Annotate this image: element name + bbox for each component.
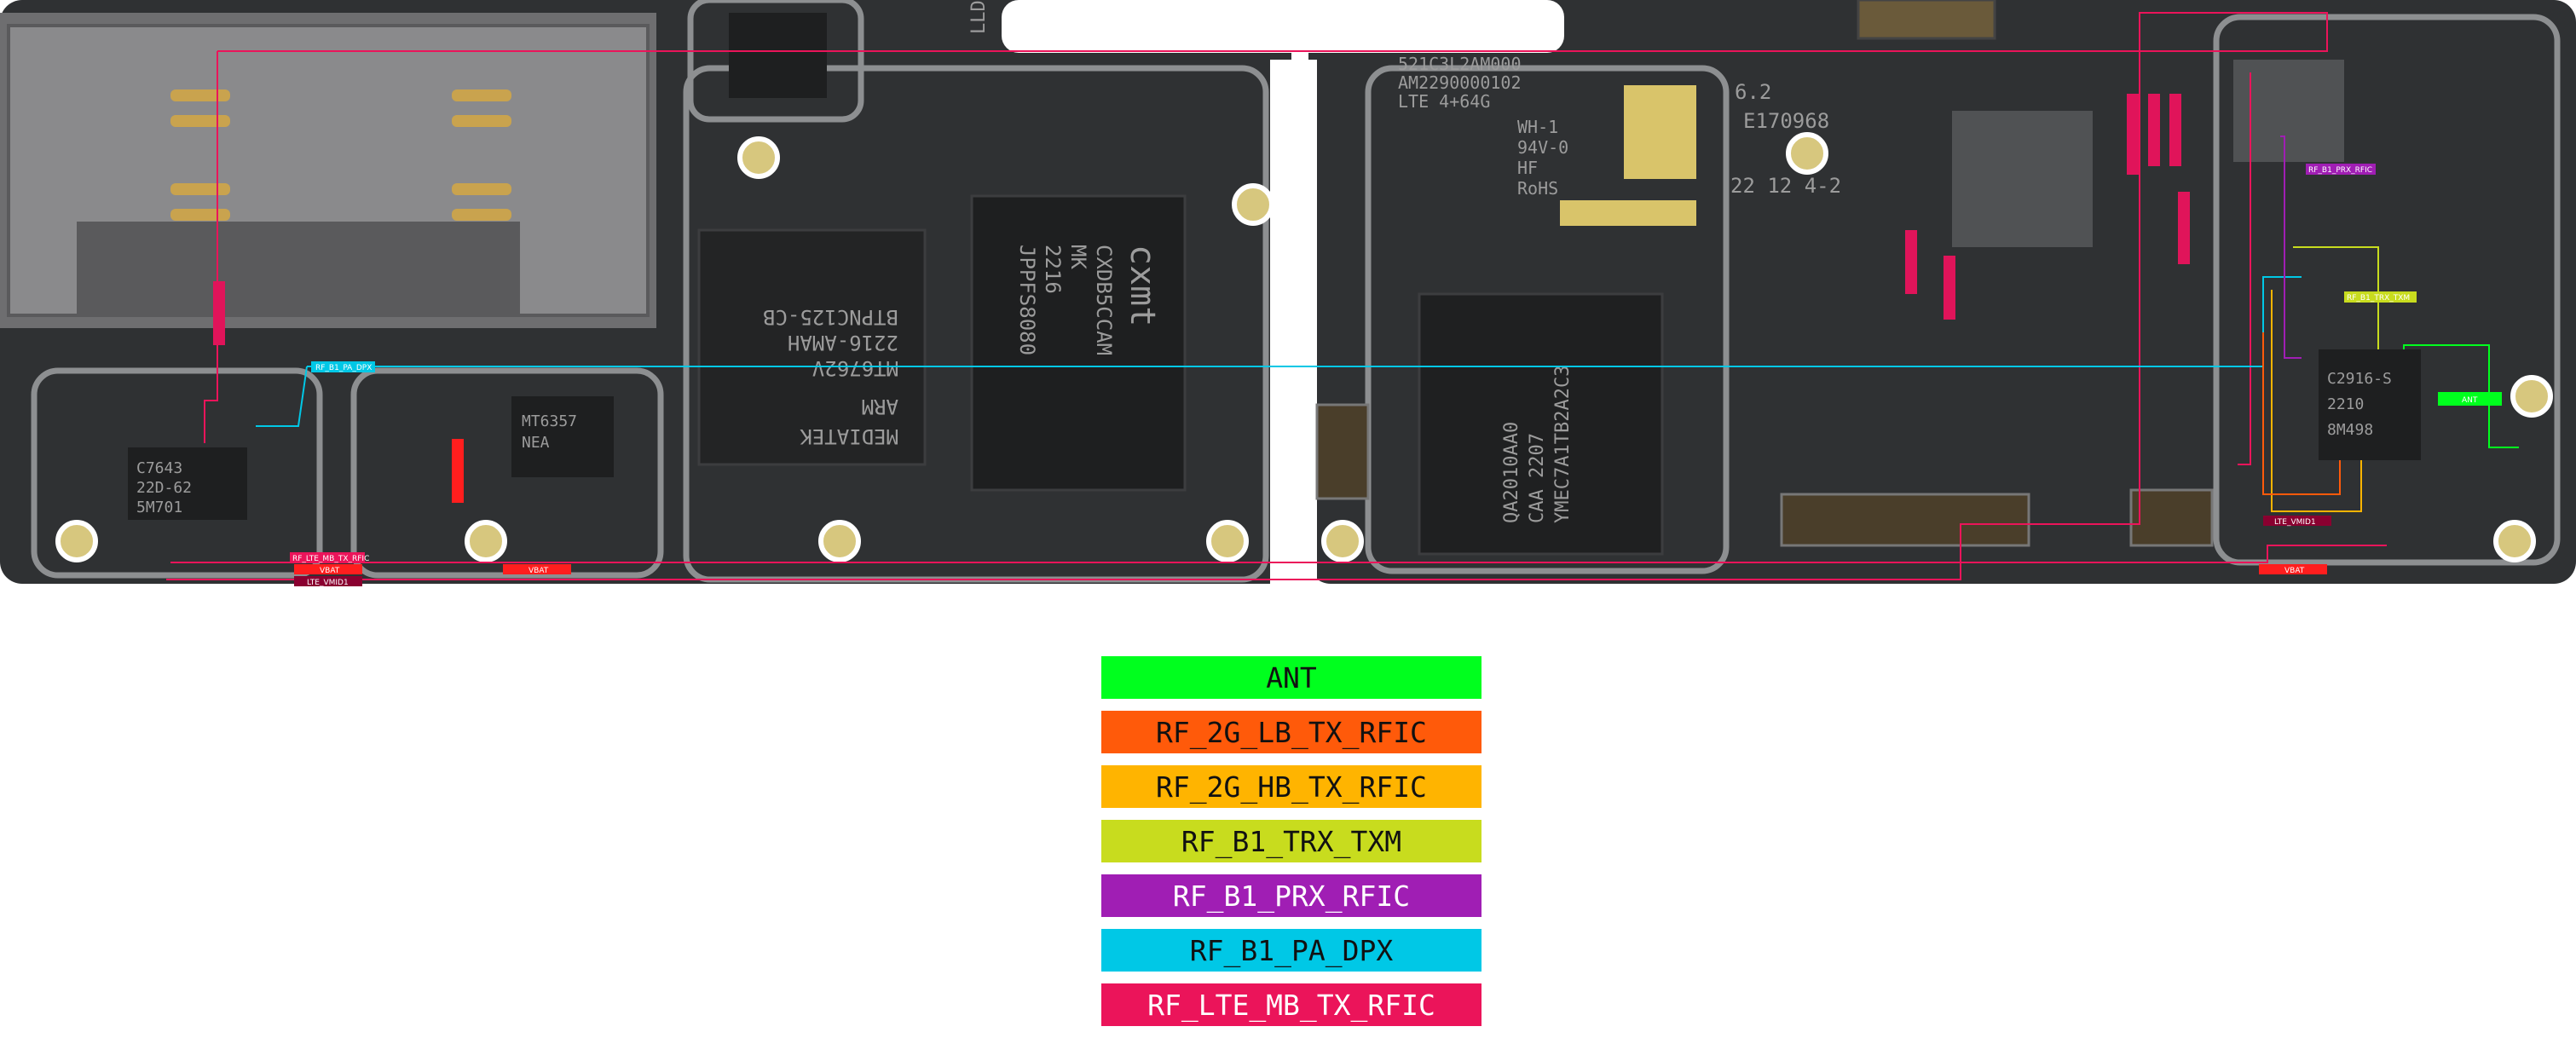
pcb-board-diagram: MEDIATEK ARM MT6762V 2216-AMAH BTPNC125-… (0, 0, 2576, 588)
tag-vbat-left-bg (294, 564, 362, 574)
left-pmic-mark-0: C7643 (136, 459, 182, 477)
legend-item-rf-2g-lb-tx-rfic: RF_2G_LB_TX_RFIC (1101, 711, 1481, 753)
legend-item-rf-b1-pa-dpx: RF_B1_PA_DPX (1101, 929, 1481, 972)
tag-b1-prx-bg (2306, 164, 2376, 175)
storage-chip (1418, 292, 1664, 556)
middle-gap (1270, 60, 1317, 588)
legend-item-ant: ANT (1101, 656, 1481, 699)
cpu-marking-0: MEDIATEK (800, 424, 898, 448)
legend-item-rf-b1-trx-txm: RF_B1_TRX_TXM (1101, 820, 1481, 862)
ram-marking-4: JPPFS8080 (1015, 245, 1039, 355)
legend: ANT RF_2G_LB_TX_RFIC RF_2G_HB_TX_RFIC RF_B1… (1101, 656, 1481, 1038)
tag-ant: ANT (2462, 396, 2478, 405)
top-right-bga-2 (2233, 60, 2344, 162)
tag-b1-trx-bg (2344, 291, 2417, 303)
pcb-text-9: 22 12 4-2 (1730, 174, 1841, 198)
cpu-marking-4: BTPNC125-CB (763, 305, 898, 329)
tag-b1-prx: RF_B1_PRX_RFIC (2308, 166, 2372, 175)
legend-item-rf-b1-prx-rfic: RF_B1_PRX_RFIC (1101, 874, 1481, 917)
cpu-marking-1: ARM (862, 395, 898, 418)
tag-lte-vmid-right-bg (2263, 516, 2331, 526)
tag-vbat-mid-bg (503, 564, 571, 574)
pcb-text-1: AM2290000102 (1398, 72, 1522, 93)
pcb-text-8: RoHS (1517, 178, 1558, 199)
top-small-ic (729, 13, 827, 98)
tag-ant-bg (2438, 392, 2502, 406)
pcb-text-10: LLDM (968, 0, 990, 34)
tag-lte-vmid: LTE_VMID1 (307, 579, 349, 587)
trace-b1-pa-dpx-2 (256, 366, 308, 427)
trace-2g-lb (2262, 332, 2341, 495)
cpu-marking-3: 2216-AMAH (788, 331, 898, 355)
storage-marking-0: QA2010AA0 (1501, 422, 1522, 523)
pcb-text-2: LTE 4+64G (1398, 91, 1490, 112)
trace-lte-mb-tx-3 (2238, 72, 2251, 465)
left-pmic-mark-2: 5M701 (136, 499, 182, 516)
ram-marking-1: CXDB5CCAM (1092, 245, 1116, 355)
trace-b1-trx (2293, 246, 2379, 349)
cpu-chip (697, 228, 927, 466)
tag-lte-mb-tx-bg (290, 552, 365, 563)
storage-marking-2: YMEC7A1TB2A2C3 (1552, 366, 1574, 523)
tag-lte-vmid-bg (294, 576, 362, 586)
gold-pad-1 (1624, 85, 1696, 179)
tag-b1-trx: RF_B1_TRX_TXM (2347, 294, 2410, 303)
connector-small (2129, 488, 2214, 547)
left-pmic-chip (128, 447, 247, 520)
pcb-text-0: 521C3L2AM000 (1398, 54, 1522, 74)
ram-marking-2: MK (1066, 245, 1090, 269)
small-ic (511, 396, 614, 477)
pcb-text-7: HF (1517, 158, 1538, 178)
top-cutout (1002, 0, 1564, 53)
trace-ant (2403, 344, 2519, 448)
trace-2g-hb (2271, 290, 2362, 512)
ram-marking-3: 2216 (1041, 245, 1065, 294)
left-pmic-mark-1: 22D-62 (136, 479, 192, 497)
cpu-marking-2: MT6762V (812, 356, 898, 380)
tag-vbat-right-bg (2259, 564, 2327, 574)
trace-lte-mb-tx-2 (204, 51, 218, 443)
connector-left-mid (1315, 403, 1370, 500)
gold-pad-2 (1560, 200, 1696, 226)
trace-b1-pa-dpx (307, 276, 2302, 367)
pcb-text-3: 6.2 (1735, 80, 1771, 104)
connector-bottom (1780, 493, 2030, 547)
right-rf-ic (2319, 349, 2421, 460)
legend-item-rf-lte-mb-tx-rfic: RF_LTE_MB_TX_RFIC (1101, 983, 1481, 1026)
tag-vbat-mid: VBAT (528, 567, 549, 575)
pcb-text-6: 94V-0 (1517, 137, 1568, 158)
pcb-text-5: WH-1 (1517, 117, 1558, 137)
legend-item-rf-2g-hb-tx-rfic: RF_2G_HB_TX_RFIC (1101, 765, 1481, 808)
small-ic-mark-1: NEA (522, 434, 550, 452)
storage-marking-1: CAA 2207 (1527, 433, 1548, 523)
tag-vbat-left: VBAT (320, 567, 340, 575)
tag-b1-pa-dpx-bg (311, 361, 375, 372)
ram-marking-0: cxmt (1123, 245, 1162, 326)
tag-lte-mb-tx: RF_LTE_MB_TX_RFIC (292, 555, 369, 563)
pcb-text-4: E170968 (1743, 109, 1829, 133)
tag-vbat-right: VBAT (2284, 567, 2305, 575)
right-rf-ic-mark-0: C2916-S (2327, 370, 2392, 388)
right-rf-ic-mark-2: 8M498 (2327, 421, 2373, 439)
trace-b1-prx (2280, 136, 2302, 359)
ram-chip (970, 194, 1187, 492)
tag-b1-pa-dpx: RF_B1_PA_DPX (315, 364, 372, 372)
trace-lte-mb-tx (166, 12, 2328, 580)
tag-lte-vmid-right: LTE_VMID1 (2274, 518, 2316, 527)
trace-vbat (170, 545, 2387, 563)
connector-top-right (1857, 0, 1996, 40)
top-right-bga (1952, 111, 2093, 247)
right-rf-ic-mark-1: 2210 (2327, 395, 2364, 413)
small-ic-mark-0: MT6357 (522, 412, 577, 430)
